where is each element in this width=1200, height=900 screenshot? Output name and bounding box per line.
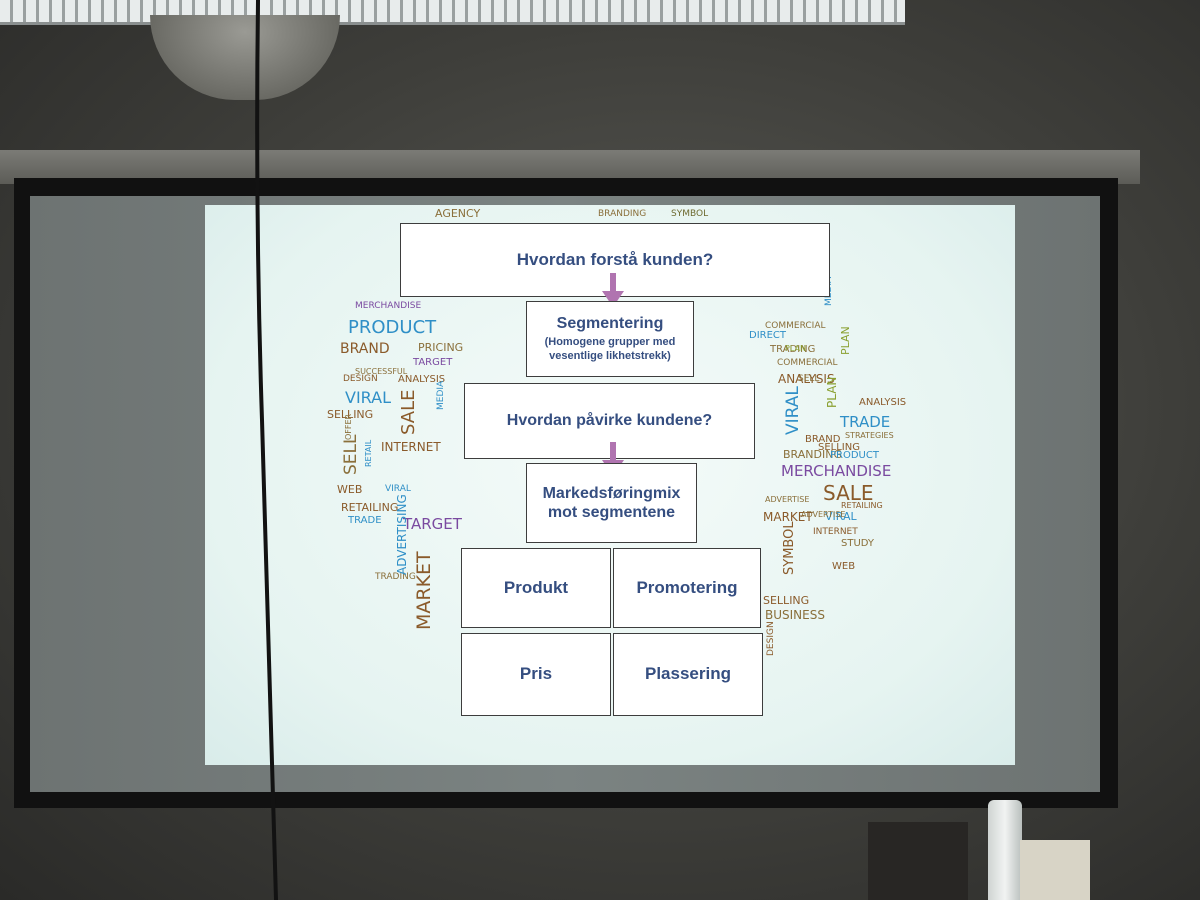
word-cloud-term: DESIGN <box>343 374 378 384</box>
word-cloud-term: COMMERCIAL <box>765 321 826 331</box>
word-cloud-term: STUDY <box>841 538 875 549</box>
word-cloud-term: RETAILING <box>841 501 883 510</box>
promotion-box: Promotering <box>613 548 761 628</box>
word-cloud-term: TRADING <box>770 344 816 355</box>
word-cloud-term: WEB <box>337 483 363 496</box>
ceiling-light <box>0 0 905 25</box>
word-cloud-term: BRANDING <box>783 448 842 461</box>
question-influence-customer-box: Hvordan påvirke kundene? <box>464 383 755 459</box>
marketing-mix-box: Markedsføringmix mot segmentene <box>526 463 697 543</box>
product-box: Produkt <box>461 548 611 628</box>
word-cloud-term: PRICING <box>418 341 464 354</box>
word-cloud-term: PRODUCT <box>830 450 879 461</box>
word-cloud-term: SALE <box>398 389 419 435</box>
place-box: Plassering <box>613 633 763 716</box>
word-cloud-term: TARGET <box>403 515 462 533</box>
word-cloud-term: MARKET <box>413 551 435 630</box>
question-influence-customer-text: Hvordan påvirke kundene? <box>506 412 713 430</box>
word-cloud-term: ADVERTISING <box>395 494 409 575</box>
word-cloud-term: ANALYSIS <box>398 374 446 385</box>
water-bottle <box>988 800 1022 900</box>
word-cloud-term: ANALYSIS <box>778 372 835 386</box>
segmentation-note: (Homogene grupper med vesentlige likhets… <box>544 336 676 363</box>
word-cloud-term: BRAND <box>340 341 390 357</box>
word-cloud-term: ANALYSIS <box>859 397 907 408</box>
word-cloud-term: ADVERTISE <box>765 495 810 504</box>
word-cloud-term: MERCHANDISE <box>781 462 892 480</box>
hanging-cable <box>255 0 278 900</box>
price-box: Pris <box>461 633 611 716</box>
word-cloud-term: DIRECT <box>749 330 787 341</box>
word-cloud-term: PLAN <box>785 344 806 353</box>
word-cloud-term: OFFER <box>344 413 353 440</box>
word-cloud-term: SUCCESSFUL <box>355 367 408 376</box>
word-cloud-term: STRATEGIES <box>845 431 894 440</box>
word-cloud-term: SYMBOL <box>671 209 709 219</box>
word-cloud-term: MERCHANDISE <box>355 301 422 311</box>
marketing-mix-text: Markedsføringmix mot segmentene <box>542 484 681 521</box>
projected-slide: AGENCY BRANDING SYMBOL PRODUCT BRAND MERCHAND… <box>205 205 1015 765</box>
word-cloud-term: TRADING <box>375 572 416 582</box>
word-cloud-term: COMMERCIAL <box>777 358 838 368</box>
word-cloud-term: SELLING <box>763 594 810 607</box>
price-text: Pris <box>519 664 553 684</box>
word-cloud-term: MARKET <box>763 510 813 524</box>
word-cloud-term: WEB <box>832 561 856 572</box>
word-cloud-term: BRAND <box>805 434 841 445</box>
word-cloud-term: BRANDING <box>598 209 647 219</box>
word-cloud-term: PRODUCT <box>348 317 437 338</box>
word-cloud-term: SELL <box>341 434 361 475</box>
word-cloud-term: RETAIL <box>364 439 373 467</box>
word-cloud-term: BUSINESS <box>765 608 825 622</box>
word-cloud-term: SELLING <box>818 442 860 453</box>
word-cloud-term: PLAN <box>839 326 852 355</box>
down-arrow-icon <box>602 273 624 307</box>
word-cloud-term: SYMBOL <box>782 521 797 575</box>
word-cloud-term: VIRAL <box>783 386 803 435</box>
word-cloud-term: VIRAL <box>385 484 411 494</box>
promotion-text: Promotering <box>636 577 738 597</box>
product-text: Produkt <box>503 577 569 597</box>
word-cloud-term: TARGET <box>413 357 453 368</box>
word-cloud-term: ADVERTISE <box>801 510 846 519</box>
question-understand-customer-text: Hvordan forstå kunden? <box>516 249 714 269</box>
word-cloud-term: PLAN <box>825 376 839 408</box>
paper-bag <box>1020 840 1090 900</box>
word-cloud-term: INTERNET <box>813 527 858 537</box>
framed-picture <box>868 822 968 900</box>
word-cloud-term: AGENCY <box>435 207 481 220</box>
word-cloud-term: SALE <box>823 481 874 505</box>
word-cloud-term: TRADE <box>840 413 891 431</box>
segmentation-title: Segmentering <box>556 315 664 333</box>
word-cloud-term: SELLING <box>327 408 374 421</box>
place-text: Plassering <box>645 664 731 684</box>
word-cloud-term: VIRAL <box>825 510 857 523</box>
segmentation-box: Segmentering (Homogene grupper med vesen… <box>526 301 694 377</box>
word-cloud-term: MEDIA <box>436 380 446 410</box>
word-cloud-term: INTERNET <box>381 440 441 454</box>
word-cloud-term: TRADE <box>348 515 382 526</box>
word-cloud-term: DESIGN <box>766 621 776 656</box>
word-cloud-term: RETAILING <box>341 501 399 514</box>
word-cloud-term: SELL <box>798 374 820 384</box>
word-cloud-term: VIRAL <box>345 388 391 407</box>
